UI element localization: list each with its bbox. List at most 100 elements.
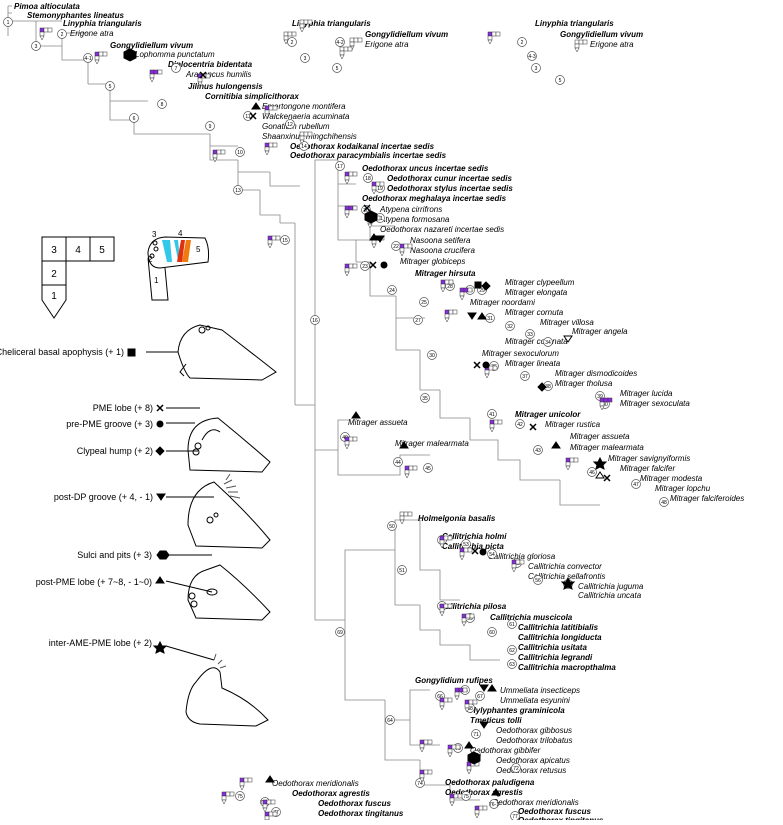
character-cell — [270, 799, 276, 805]
node-circle — [520, 371, 530, 381]
node-marker: 48 — [659, 497, 669, 507]
character-cell — [474, 809, 480, 815]
taxon-label: Mitrager elongata — [505, 288, 568, 297]
taxon-label: Nasoona setifera — [410, 236, 471, 245]
node-label: 62 — [509, 648, 515, 654]
character-cell — [439, 543, 445, 549]
character-cell — [599, 405, 605, 411]
legend-pre-pme: pre-PME groove (+ 3) — [66, 419, 153, 429]
node-marker: 24 — [387, 285, 397, 295]
tree-branches — [7, 5, 600, 801]
node-label: 53 — [463, 542, 469, 548]
character-cell — [439, 607, 445, 613]
character-cell — [464, 699, 470, 705]
character-cell — [399, 243, 405, 249]
character-cell — [267, 235, 273, 241]
triangle-symbol — [464, 741, 474, 749]
character-box — [459, 287, 473, 301]
node-circle — [393, 457, 403, 467]
taxon-label: Oedothorax fuscus — [518, 807, 591, 816]
triangle-down-symbol — [375, 235, 385, 243]
node-circle — [310, 315, 320, 325]
node-label: 50 — [389, 524, 395, 530]
legend-pme-lobe: PME lobe (+ 8) — [93, 403, 153, 413]
character-cell — [348, 205, 354, 211]
character-cell — [399, 251, 405, 257]
node-circle — [507, 619, 517, 629]
node-marker: 15 — [280, 235, 290, 245]
character-box — [39, 27, 53, 41]
character-box — [439, 535, 453, 549]
character-cell — [344, 444, 350, 450]
cross-symbol — [471, 547, 479, 555]
character-cell — [459, 547, 465, 553]
character-cell — [197, 77, 203, 83]
node-marker: 25 — [419, 297, 429, 307]
character-cell — [459, 555, 465, 561]
character-cell — [511, 559, 517, 565]
cross-symbol — [199, 71, 207, 79]
character-cell — [487, 39, 493, 45]
taxon-label: Erigone atra — [70, 29, 114, 38]
character-cell — [399, 511, 405, 517]
schematic-cell-label: 3 — [51, 245, 57, 256]
node-marker: 2 — [57, 29, 67, 39]
character-cell — [272, 811, 278, 817]
character-cell — [439, 697, 445, 703]
dot-symbol — [380, 261, 388, 269]
node-label: 32 — [507, 324, 513, 330]
character-cell — [440, 283, 446, 289]
character-box — [487, 31, 501, 45]
taxon-label: Mitrager lopchu — [655, 484, 711, 493]
character-box — [239, 777, 253, 791]
character-cell — [371, 239, 377, 245]
character-cell — [440, 279, 446, 285]
character-cell — [267, 239, 273, 245]
node-marker: 34 — [543, 337, 553, 347]
character-cell — [268, 142, 274, 148]
taxon-label: Atypena cirrifrons — [379, 205, 442, 214]
taxon-label: Mitrager clypeellum — [505, 278, 575, 287]
legend-inter-ame: inter-AME-PME lobe (+ 2) — [49, 638, 152, 648]
node-circle — [659, 497, 669, 507]
character-cell — [262, 803, 268, 809]
cross-symbol — [603, 474, 611, 482]
node-marker: 4-2 — [335, 37, 345, 47]
node-label: 25 — [421, 300, 427, 306]
node-circle — [487, 409, 497, 419]
taxon-label: Mitrager dismodicoides — [555, 369, 637, 378]
character-cell — [344, 271, 350, 277]
character-cell — [39, 31, 45, 37]
character-cell — [448, 279, 454, 285]
character-cell — [94, 51, 100, 57]
node-label: 74 — [417, 781, 423, 787]
node-marker: 17 — [335, 161, 345, 171]
node-label: 28 — [447, 284, 453, 290]
node-marker: 10 — [235, 147, 245, 157]
node-circle — [555, 75, 565, 85]
node-marker: 30 — [427, 350, 437, 360]
character-cell — [447, 748, 453, 754]
node-label: 2 — [291, 40, 294, 46]
node-label: 24 — [389, 288, 395, 294]
character-cell — [275, 235, 281, 241]
taxon-label: Ummeliata esyunini — [500, 696, 570, 705]
character-cell — [371, 243, 377, 249]
character-cell — [216, 149, 222, 155]
character-cell — [212, 157, 218, 163]
taxon-label: Mitrager rustica — [545, 420, 601, 429]
character-box — [221, 791, 235, 805]
node-label: 35 — [422, 396, 428, 402]
character-cell — [299, 27, 305, 33]
character-cell — [497, 419, 503, 425]
character-cell — [444, 279, 450, 285]
node-label: 51 — [399, 568, 405, 574]
character-cell — [515, 559, 521, 565]
taxon-label: Erigone atra — [365, 40, 409, 49]
character-cell — [221, 791, 227, 797]
taxon-label: Linyphia triangularis — [63, 19, 142, 28]
node-label: 12 — [287, 122, 293, 128]
character-cell — [461, 613, 467, 619]
triangle-symbol — [399, 441, 409, 449]
node-circle — [287, 37, 297, 47]
